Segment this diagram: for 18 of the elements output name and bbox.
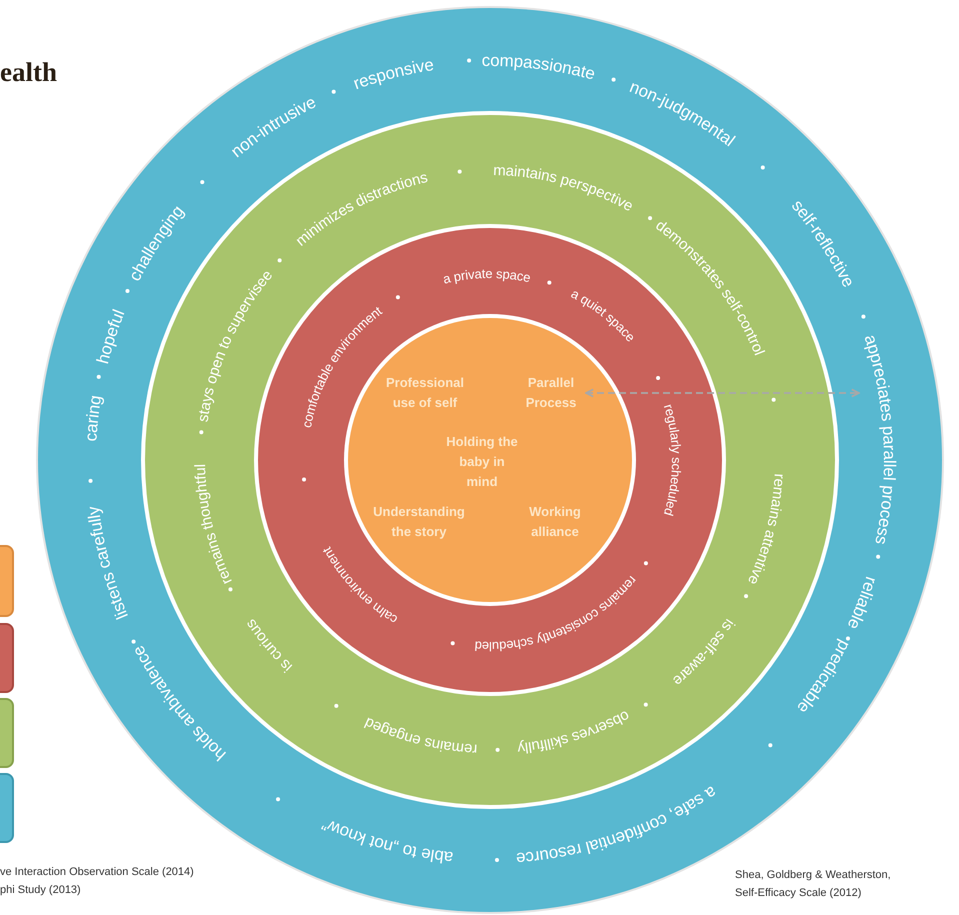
circle-label: Parallel Process: [518, 373, 584, 413]
source-note: ve Interaction Observation Scale (2014): [0, 865, 194, 880]
source-note: Shea, Goldberg & Weatherston, Self-Efficacy Scale (2012): [735, 868, 892, 901]
source-note: phi Study (2013): [0, 883, 81, 898]
ring-label: a private space: [441, 265, 532, 286]
dashed-arrow: [585, 388, 860, 398]
ring-label: compassionate: [482, 50, 598, 84]
circle-label: Understanding the story: [372, 503, 466, 541]
heading-fragment: ealth: [0, 56, 57, 89]
ring-label: responsive: [350, 54, 436, 93]
ring-label: able to „not know”: [318, 814, 454, 868]
circle-label: Working alliance: [528, 503, 582, 541]
legend-tab: [0, 698, 14, 768]
circle-label: Professional use of self: [384, 374, 466, 412]
legend-tab: [0, 773, 14, 843]
circle-label: Holding the baby in mind: [445, 433, 519, 491]
legend-tab: [0, 623, 14, 693]
legend-tab: [0, 545, 14, 617]
